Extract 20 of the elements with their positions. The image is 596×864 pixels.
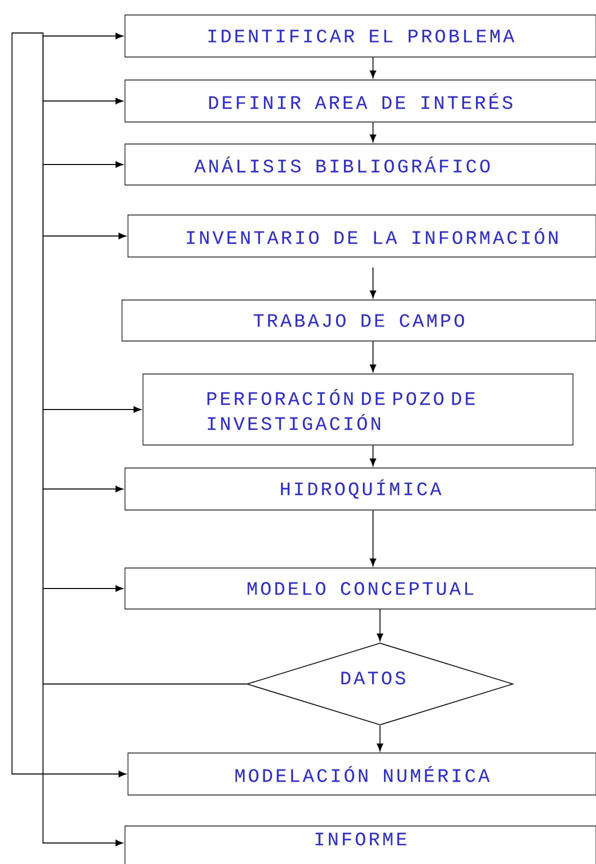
process-box: MODELO CONCEPTUAL [124,568,596,610]
process-box: TRABAJO DE CAMPO [122,300,596,342]
process-box: INFORME [124,826,596,864]
arrow [370,341,376,372]
arrow [376,725,384,752]
arrow [370,122,376,142]
process-box: ANÁLISIS BIBLIOGRÁFICO [124,144,596,186]
arrow [370,445,376,466]
arrow [370,510,376,566]
process-box: DEFINIR AREA DE INTERÉS [124,80,596,122]
arrow [370,57,376,78]
process-box: IDENTIFICAR EL PROBLEMA [124,14,596,58]
process-box: PERFORACIÓN DE POZO DE INVESTIGACIÓN [142,374,574,446]
process-box: HIDROQUÍMICA [124,468,596,510]
process-box: INVENTARIO DE LA INFORMACIÓN [128,214,596,258]
feedback-arrow [42,684,247,846]
process-box: MODELACIÓN NUMÉRICA [128,752,596,796]
node-label: DATOS [341,672,406,684]
arrow [376,609,384,642]
arrow [370,267,376,298]
